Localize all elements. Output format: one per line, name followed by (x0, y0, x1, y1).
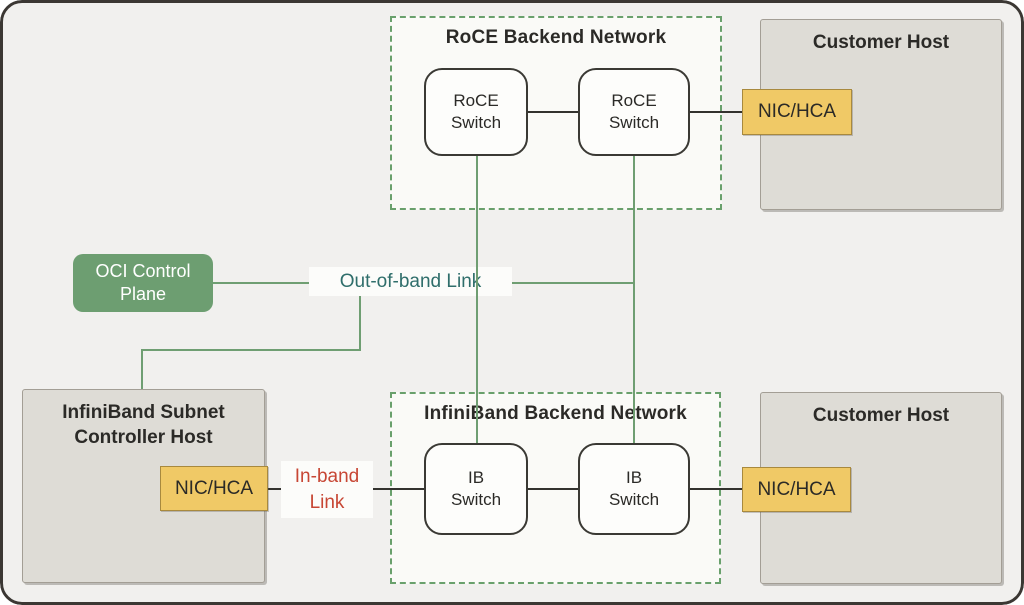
roce-switch-1-box: RoCE Switch (424, 68, 528, 156)
controller-host-title-line1: InfiniBand Subnet (62, 402, 225, 423)
oci-control-plane-box: OCI Control Plane (73, 254, 213, 312)
roce-switch-1-label-line1: RoCE (453, 90, 499, 110)
customer-host-top-title: Customer Host (812, 32, 950, 53)
ib-switch-2-label-line1: IB (625, 467, 643, 487)
roce-switch-1-label-line2: Switch (450, 113, 502, 132)
roce-network-title: RoCE Backend Network (445, 27, 667, 48)
in-band-link-text-line2: Link (309, 491, 345, 513)
roce-switch-2-label-line1: RoCE (611, 90, 657, 110)
oci-control-plane-label-line2: Plane (119, 284, 167, 304)
ib-switch-2-box: IB Switch (578, 443, 690, 535)
ib-switch-1-label-line2: Switch (450, 490, 502, 509)
in-band-link-text-line1: In-band (294, 465, 360, 487)
controller-host-nic-label: NIC/HCA (174, 477, 254, 499)
controller-host-nic-box: NIC/HCA (160, 466, 268, 511)
infiniband-network-title: InfiniBand Backend Network (424, 403, 687, 424)
customer-host-bottom-box: Customer Host (760, 392, 1002, 584)
customer-host-bottom-title: Customer Host (812, 405, 950, 426)
wire-overlay-roce-switch1 (476, 267, 478, 296)
wire-out-of-band-to-controller-host (141, 283, 361, 389)
customer-host-bottom-nic-label: NIC/HCA (757, 478, 836, 500)
ib-switch-1-box: IB Switch (424, 443, 528, 535)
in-band-link-label: In-band Link (281, 461, 373, 518)
ib-switch-2-label-line2: Switch (608, 490, 660, 509)
out-of-band-link-text: Out-of-band Link (339, 270, 482, 292)
oci-control-plane-label-line1: OCI Control (95, 260, 191, 281)
controller-host-title-line2: Controller Host (74, 427, 213, 449)
roce-switch-2-label-line2: Switch (608, 113, 660, 132)
customer-host-top-nic-label: NIC/HCA (757, 101, 837, 122)
customer-host-top-nic-box: NIC/HCA (742, 89, 852, 135)
customer-host-bottom-nic-box: NIC/HCA (742, 467, 851, 512)
roce-switch-2-box: RoCE Switch (578, 68, 690, 156)
controller-host-title: InfiniBand Subnet Controller Host (23, 390, 264, 450)
out-of-band-link-label: Out-of-band Link (309, 267, 512, 296)
ib-switch-1-label-line1: IB (467, 467, 485, 487)
